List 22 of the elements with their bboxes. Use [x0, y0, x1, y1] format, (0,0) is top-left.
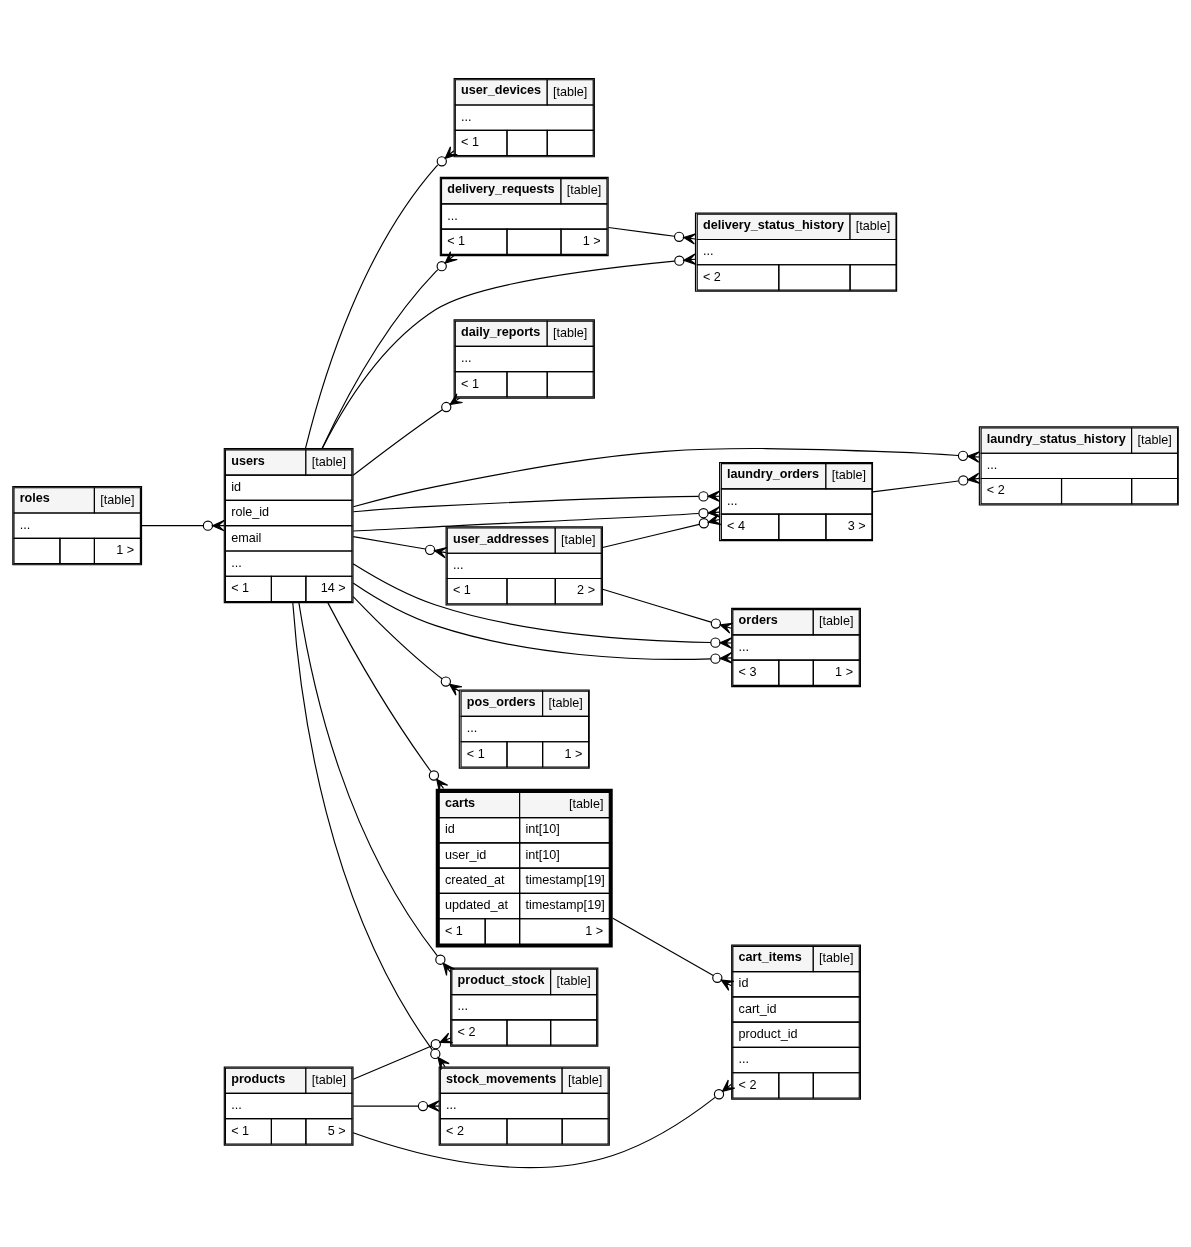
connector [141, 519, 225, 532]
connector [352, 393, 464, 476]
connector [602, 513, 722, 549]
connector [321, 251, 458, 449]
connector [612, 917, 735, 991]
connector [352, 506, 721, 532]
connector [352, 1079, 736, 1169]
connector [352, 1100, 440, 1112]
connector [352, 536, 448, 559]
connector [292, 602, 450, 1071]
connector [321, 253, 697, 450]
connector [298, 602, 456, 977]
connector [602, 588, 734, 634]
connector [872, 472, 981, 493]
connector [352, 490, 721, 513]
connector [352, 582, 733, 664]
connector [352, 596, 463, 696]
connector [352, 1032, 454, 1080]
connector [607, 226, 697, 245]
connector [352, 563, 733, 649]
connector [352, 448, 980, 508]
connector [304, 146, 458, 450]
